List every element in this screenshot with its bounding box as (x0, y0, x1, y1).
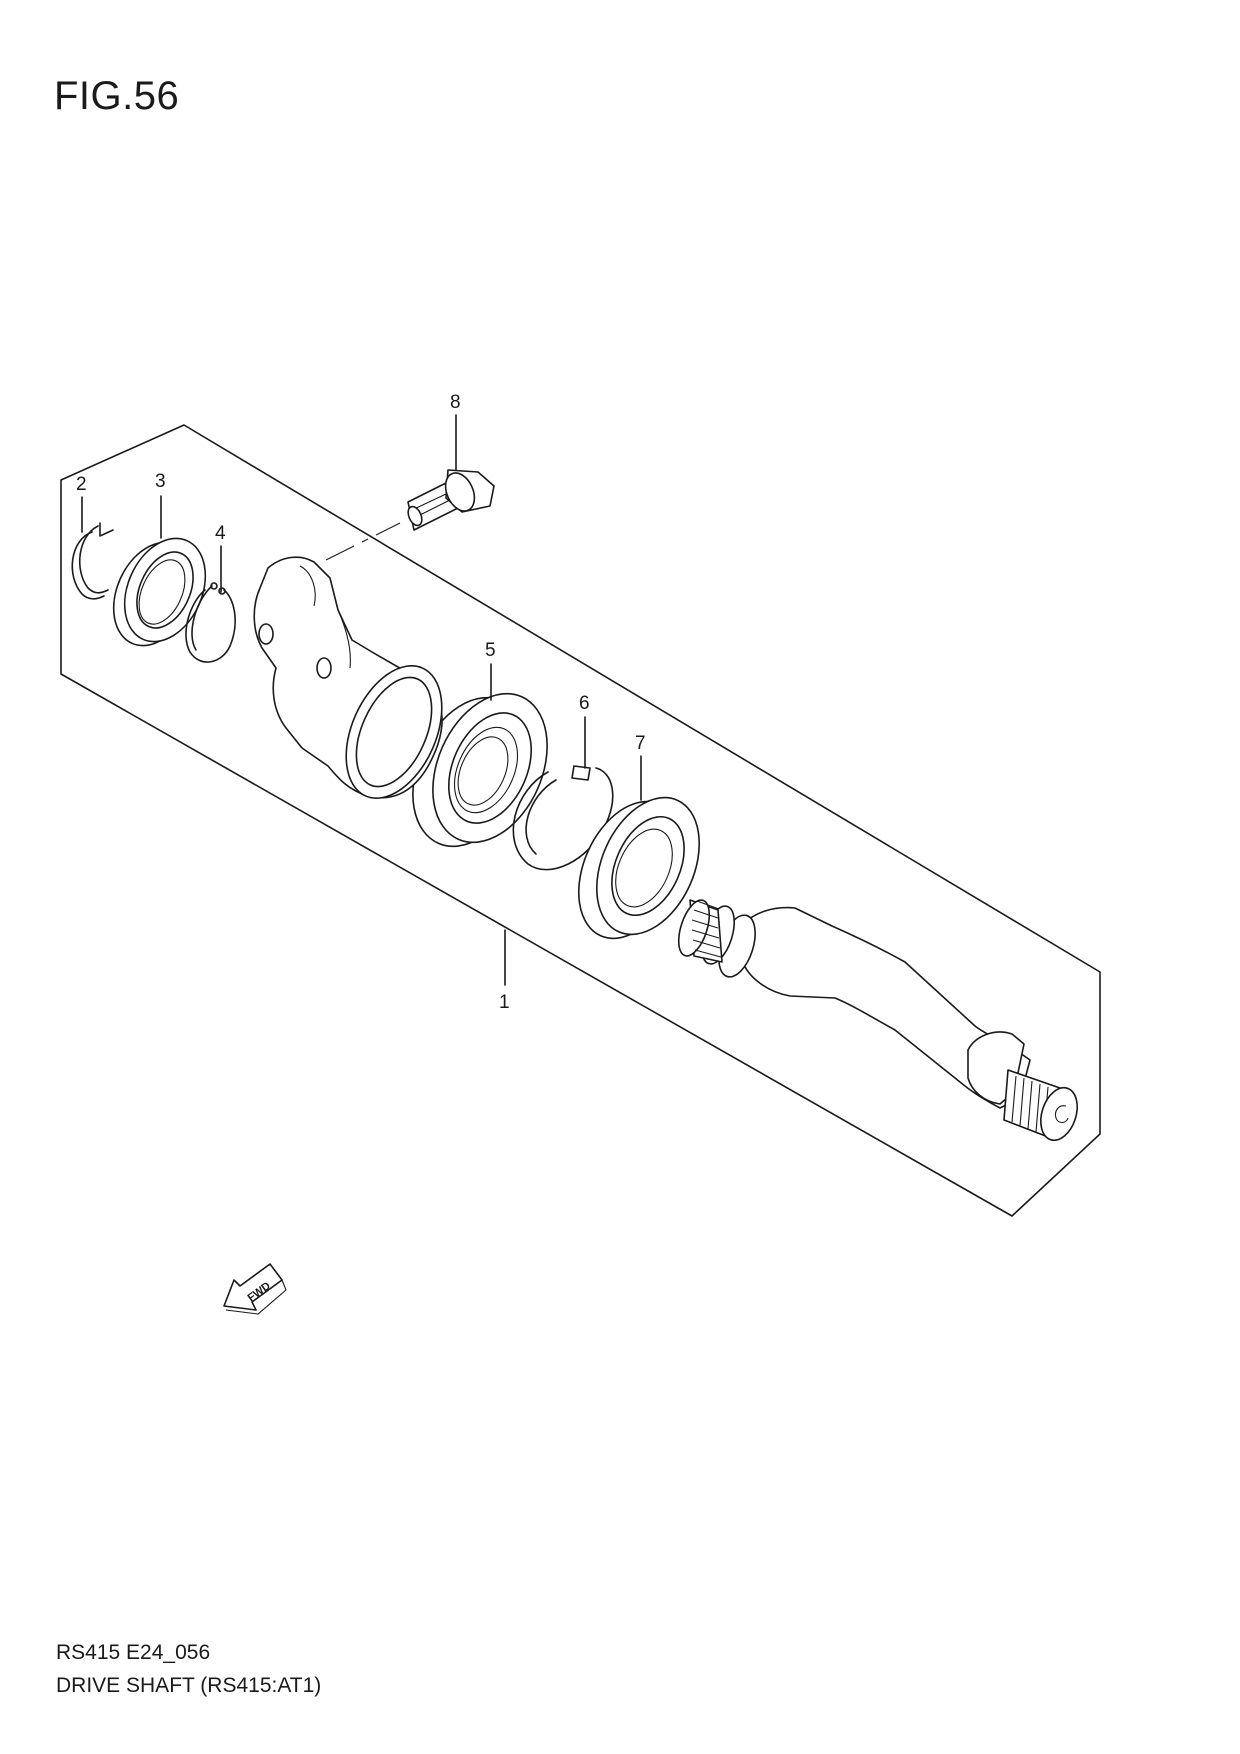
callout-3: 3 (155, 471, 166, 492)
figure-code: RS415 E24_056 (56, 1641, 211, 1664)
assembly-boundary (60, 424, 1101, 1217)
callout-6: 6 (579, 693, 590, 714)
callout-2: 2 (76, 474, 87, 495)
bolt-assembly-line (325, 522, 401, 561)
callout-4: 4 (215, 523, 226, 544)
part-2-snap-ring (71, 522, 114, 600)
part-1-drive-shaft (677, 899, 1078, 1142)
callout-7: 7 (635, 733, 646, 754)
part-3-oil-seal (112, 537, 207, 647)
part-8-bolt (407, 469, 495, 531)
figure-caption: DRIVE SHAFT (RS415:AT1) (56, 1674, 322, 1697)
callout-leaders (81, 414, 642, 986)
figure-title: FIG.56 (54, 74, 180, 118)
bearing-housing (253, 556, 443, 799)
callout-8: 8 (450, 392, 461, 413)
part-4-circlip (185, 582, 236, 663)
fwd-arrow-icon: FWD (223, 1263, 287, 1315)
part-7-oil-seal (577, 796, 701, 940)
callout-1: 1 (499, 992, 510, 1013)
callout-5: 5 (485, 640, 496, 661)
